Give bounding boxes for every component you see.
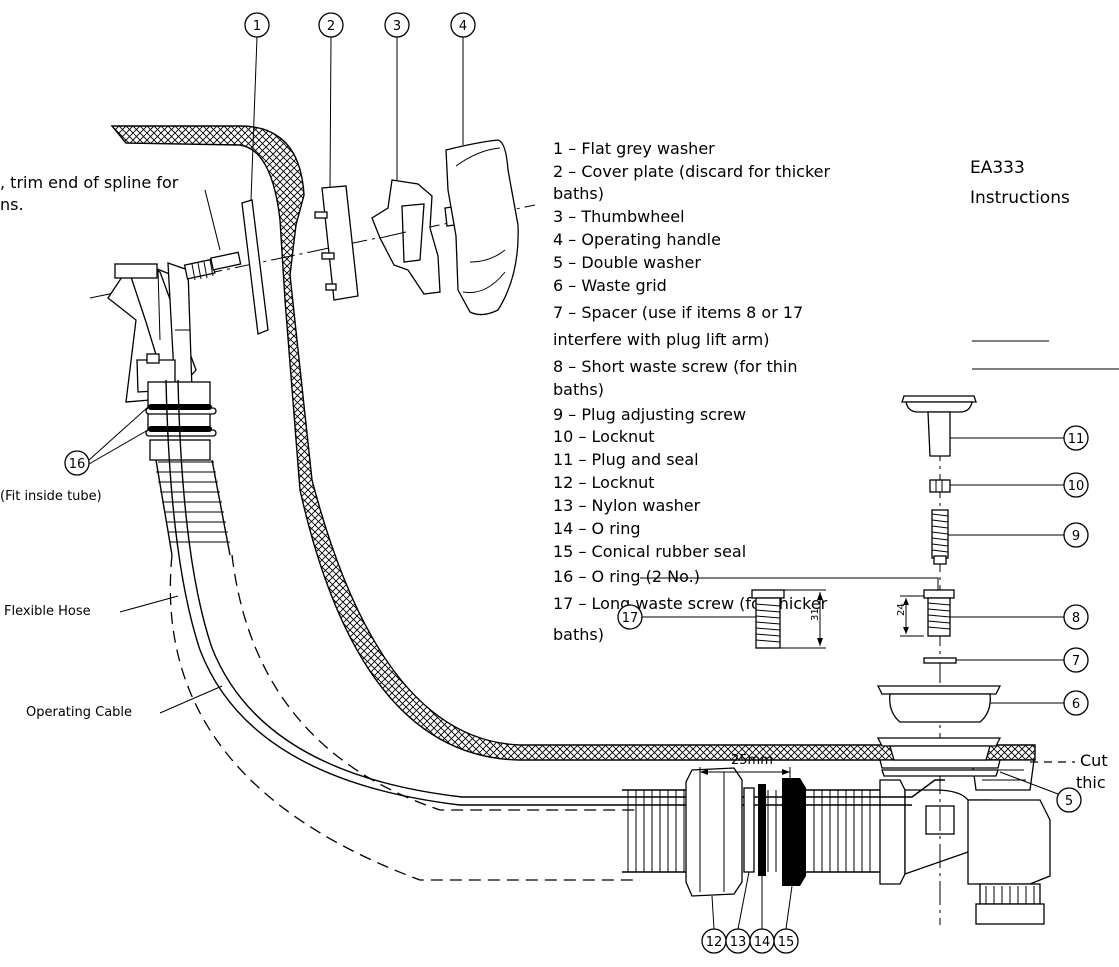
balloon-3: 3: [384, 12, 410, 180]
balloon-15: 15: [773, 885, 799, 954]
parts-list-item: 14 – O ring: [553, 519, 641, 538]
balloon-17: 17: [617, 604, 756, 630]
trim-note-line1: , trim end of spline for: [0, 173, 179, 192]
callout-operating-cable: Operating Cable: [26, 705, 132, 720]
parts-list-item: 3 – Thumbwheel: [553, 207, 685, 226]
parts-list-item: 4 – Operating handle: [553, 230, 721, 249]
balloon-4: 4: [450, 12, 476, 145]
parts-list-item: 2 – Cover plate (discard for thicker: [553, 162, 831, 181]
balloon-16: 16: [64, 406, 149, 476]
svg-text:12: 12: [706, 935, 723, 950]
part-6-waste-grid: [876, 685, 1002, 761]
svg-text:5: 5: [1065, 794, 1073, 809]
overflow-body: [107, 189, 242, 403]
dimension-short-screw: 24: [896, 595, 924, 637]
svg-text:10: 10: [1068, 479, 1085, 494]
parts-list-item: 17 – Long waste screw (for thicker: [553, 594, 828, 613]
balloon-2: 2: [318, 12, 344, 189]
balloon-5: 5: [999, 771, 1082, 813]
balloon-1: 1: [244, 12, 270, 201]
svg-text:15: 15: [778, 935, 795, 950]
trim-note-line2: ns.: [0, 195, 24, 214]
part-11-plug: [901, 395, 977, 457]
part-8-short-waste-screw: [923, 589, 955, 637]
svg-text:13: 13: [730, 935, 747, 950]
balloon-6: 6: [990, 690, 1089, 716]
parts-list-item: 6 – Waste grid: [553, 276, 667, 295]
parts-list-item: 5 – Double washer: [553, 253, 701, 272]
part-5-double-washer: [879, 759, 1001, 777]
flexible-hose-inner: [231, 554, 640, 811]
svg-text:16: 16: [69, 457, 86, 472]
balloon-13: 13: [725, 871, 751, 954]
svg-text:7: 7: [1072, 654, 1080, 669]
callout-flexible-hose: Flexible Hose: [4, 604, 91, 619]
svg-text:11: 11: [1068, 432, 1085, 447]
parts-list-item: 1 – Flat grey washer: [553, 139, 715, 158]
parts-list-item: 16 – O ring (2 No.): [553, 567, 700, 586]
part-2-cover-plate: [314, 185, 359, 301]
dimension-long-screw: 31: [780, 589, 826, 649]
balloon-9: 9: [948, 522, 1089, 548]
flexible-hose-outer: [169, 554, 640, 881]
title-code: EA333: [970, 158, 1025, 178]
part-12-locknut: [685, 767, 743, 897]
overflow-tube: [145, 381, 231, 556]
callout-fit-inside-tube: (Fit inside tube): [0, 489, 102, 504]
svg-text:9: 9: [1072, 529, 1080, 544]
parts-list: 1 – Flat grey washer 2 – Cover plate (di…: [553, 139, 831, 644]
parts-list-item: 13 – Nylon washer: [553, 496, 701, 515]
parts-list-item: baths): [553, 380, 604, 399]
part-3-thumbwheel: [371, 179, 441, 295]
parts-list-item: 8 – Short waste screw (for thin: [553, 357, 798, 376]
parts-list-item: 11 – Plug and seal: [553, 450, 699, 469]
part-15-conical-seal: [782, 778, 806, 886]
parts-list-item: 10 – Locknut: [553, 427, 655, 446]
svg-text:4: 4: [459, 19, 467, 34]
part-10-locknut: [929, 479, 951, 493]
part-16-o-ring: [148, 404, 212, 410]
parts-list-item: baths): [553, 625, 604, 644]
svg-text:2: 2: [327, 19, 335, 34]
parts-list-item: baths): [553, 184, 604, 203]
parts-list-item: 9 – Plug adjusting screw: [553, 405, 746, 424]
operating-cable: [165, 379, 845, 806]
balloon-7: 7: [956, 647, 1089, 673]
callout-cut-thic: thic: [1076, 773, 1106, 792]
svg-text:25mm: 25mm: [731, 753, 773, 768]
balloon-11: 11: [950, 425, 1089, 451]
parts-list-item: 12 – Locknut: [553, 473, 655, 492]
balloon-10: 10: [950, 472, 1089, 498]
part-14-o-ring: [758, 784, 766, 876]
part-13-nylon-washer: [743, 787, 755, 873]
callout-cut: Cut: [1080, 751, 1108, 770]
parts-list-item: 7 – Spacer (use if items 8 or 17: [553, 303, 803, 322]
svg-text:14: 14: [754, 935, 771, 950]
part-1-washer: [241, 199, 269, 335]
svg-text:17: 17: [622, 611, 639, 626]
waste-connection: [622, 759, 1051, 925]
operating-cable: [177, 379, 845, 798]
svg-text:24: 24: [896, 603, 907, 616]
part-7-spacer: [923, 657, 957, 664]
parts-list-item: interfere with plug lift arm): [553, 330, 769, 349]
part-17-long-waste-screw: [751, 589, 785, 649]
part-4-operating-handle: [444, 139, 519, 316]
balloon-12: 12: [701, 895, 727, 954]
svg-text:1: 1: [253, 19, 261, 34]
parts-list-item: 15 – Conical rubber seal: [553, 542, 746, 561]
svg-text:3: 3: [393, 19, 401, 34]
svg-text:8: 8: [1072, 611, 1080, 626]
dimension-spacing: 25mm: [699, 753, 791, 778]
svg-text:31: 31: [810, 608, 821, 621]
svg-text:6: 6: [1072, 697, 1080, 712]
balloon-8: 8: [950, 604, 1089, 630]
balloon-14: 14: [749, 876, 775, 954]
part-9-adjusting-screw: [931, 509, 949, 565]
title-label: Instructions: [970, 188, 1070, 208]
